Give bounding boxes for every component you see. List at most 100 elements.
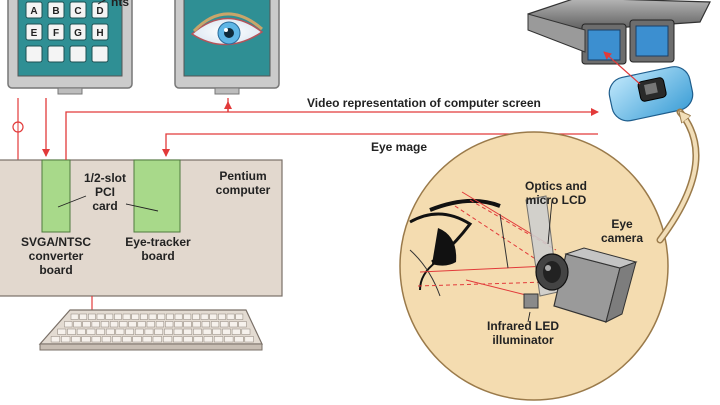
keyboard-key <box>88 313 96 320</box>
keyboard-key <box>224 336 234 343</box>
keypad-key <box>47 23 65 41</box>
keypad-key <box>91 23 109 41</box>
keyboard-key <box>86 328 96 335</box>
keyboard-key <box>109 321 119 328</box>
keyboard-key <box>231 328 241 335</box>
keyboard-key <box>210 321 220 328</box>
eye-monitor <box>174 0 280 95</box>
head-mounted-goggles <box>527 0 711 65</box>
keypad-key-letter: B <box>52 6 59 17</box>
keypad-key <box>25 1 43 19</box>
keyboard-key <box>76 328 86 335</box>
keypad-key-letter: C <box>74 6 81 17</box>
keyboard-key <box>157 313 166 320</box>
keyboard-key <box>174 321 183 328</box>
keyboard-key <box>57 328 67 335</box>
keypad-grid: A B C D E F G H <box>25 1 109 63</box>
keyboard-key <box>203 336 213 343</box>
keyboard-key <box>91 321 100 328</box>
keypad-key-letter: F <box>53 28 59 39</box>
keyboard-key <box>67 328 76 335</box>
keyboard-key <box>154 328 164 335</box>
keyboard-key <box>96 328 105 335</box>
keyboard-key <box>146 321 155 328</box>
keypad-key <box>25 23 43 41</box>
keyboard-key <box>183 313 192 320</box>
keyboard-key <box>140 313 148 320</box>
keyboard-key <box>101 336 112 343</box>
keypad-key <box>69 45 87 63</box>
callout-cropped-label: nts <box>111 0 129 9</box>
keyboard-key <box>131 313 140 320</box>
keyboard-key <box>114 313 122 320</box>
keyboard-key <box>132 336 142 343</box>
keyboard-key <box>165 321 174 328</box>
keyboard-key <box>125 328 134 335</box>
keyboard-key <box>119 321 128 328</box>
keyboard-key <box>100 321 110 328</box>
keyboard-key <box>50 336 61 343</box>
keypad-key-letter: G <box>74 28 82 39</box>
keypad-key-letter: A <box>30 6 37 17</box>
keypad-key <box>69 23 87 41</box>
keyboard-key <box>142 336 152 343</box>
keyboard-key <box>222 328 231 335</box>
keyboard-key <box>244 336 254 343</box>
keyboard-key <box>128 321 137 328</box>
keypad-key <box>47 45 65 63</box>
keyboard-key <box>234 336 244 343</box>
keyboard-key <box>79 313 88 320</box>
keyboard-key <box>96 313 105 320</box>
keyboard-key <box>164 328 173 335</box>
keyboard-key <box>82 321 91 328</box>
video-representation-label: Video representation of computer screen <box>307 96 541 110</box>
keyboard-key <box>173 336 183 343</box>
keypad-monitor: A B C D E F G H <box>7 0 133 95</box>
keypad-key-letter: E <box>31 28 38 39</box>
keyboard-key <box>137 321 146 328</box>
keyboard-key <box>166 313 174 320</box>
keypad-key <box>91 1 109 19</box>
keyboard-key <box>183 336 193 343</box>
keyboard-key <box>61 336 71 343</box>
keyboard-key <box>220 321 229 328</box>
keyboard-key <box>71 336 81 343</box>
keypad-key <box>25 45 43 63</box>
keyboard-key <box>202 328 212 335</box>
keypad-key <box>47 1 65 19</box>
keyboard-key <box>122 313 131 320</box>
keyboard-key <box>183 328 193 335</box>
keyboard <box>38 309 263 351</box>
keyboard-key <box>193 336 203 343</box>
keyboard-key <box>173 328 183 335</box>
keyboard-key <box>235 313 244 320</box>
keyboard-key <box>200 313 209 320</box>
keyboard-key <box>70 313 79 320</box>
optics-detail-inset <box>399 131 669 401</box>
keyboard-key <box>112 336 122 343</box>
keyboard-key <box>201 321 210 328</box>
keyboard-key <box>193 328 202 335</box>
keyboard-key <box>218 313 226 320</box>
keyboard-key <box>105 328 115 335</box>
keypad-key <box>69 1 87 19</box>
keyboard-key <box>212 328 222 335</box>
keyboard-key <box>192 321 201 328</box>
keyboard-key <box>162 336 173 343</box>
keypad-key-letter: H <box>96 28 103 39</box>
keyboard-key <box>155 321 165 328</box>
eye-tracker-board <box>133 159 181 233</box>
eye-image-label: Eye mage <box>371 140 428 154</box>
keyboard-key <box>91 336 101 343</box>
keyboard-key <box>148 313 157 320</box>
eye-camera-unit <box>608 66 694 122</box>
keyboard-key <box>144 328 154 335</box>
keypad-key-letter: D <box>96 6 103 17</box>
keyboard-key <box>64 321 73 328</box>
